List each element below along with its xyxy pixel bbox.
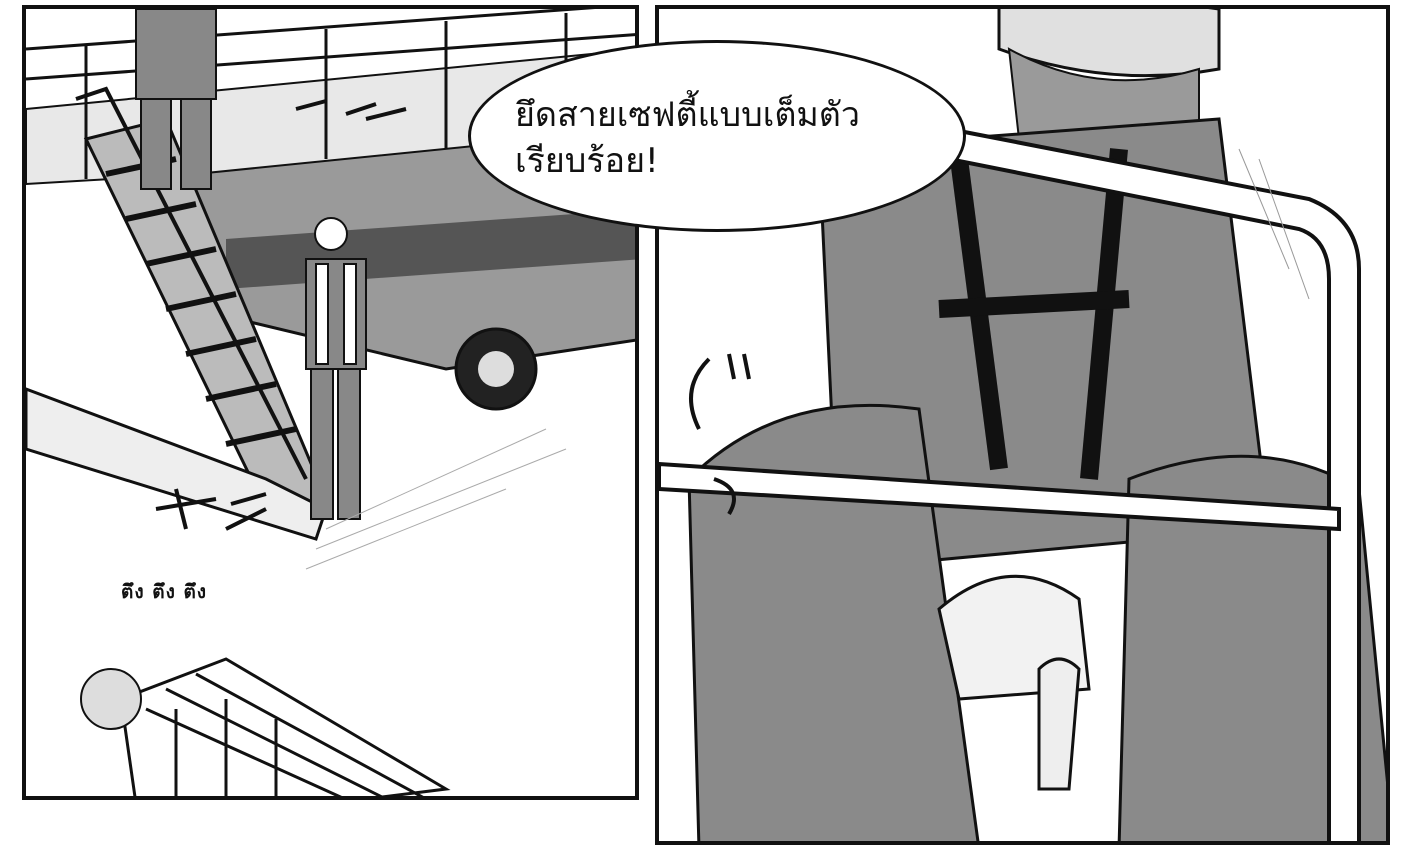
sfx-strokes [155,99,407,531]
sound-effect-text: ตึง ตึง ตึง [121,581,208,603]
worker-stairs [305,217,367,520]
harness-straps [938,148,1130,480]
stair-base-frame [26,387,328,541]
speech-line-1: ยึดสายเซฟตี้แบบเต็มตัว [515,95,860,135]
speech-bubble [468,40,966,232]
worker-top [135,9,217,190]
speed-lines [1238,148,1310,300]
speech-bubble-text: ยึดสายเซฟตี้แบบเต็มตัว เรียบร้อย! [515,92,955,184]
hook [1037,657,1081,791]
ground-lines [305,428,567,570]
left-knee [687,403,980,841]
harness-closeup-illustration [659,9,1386,841]
guard-rail [659,126,1361,841]
cart-illustration [119,657,451,796]
helmet [997,9,1221,78]
cart-wheel [80,668,142,730]
sfx-strokes [689,353,751,516]
speech-line-2: เรียบร้อย! [515,141,659,181]
